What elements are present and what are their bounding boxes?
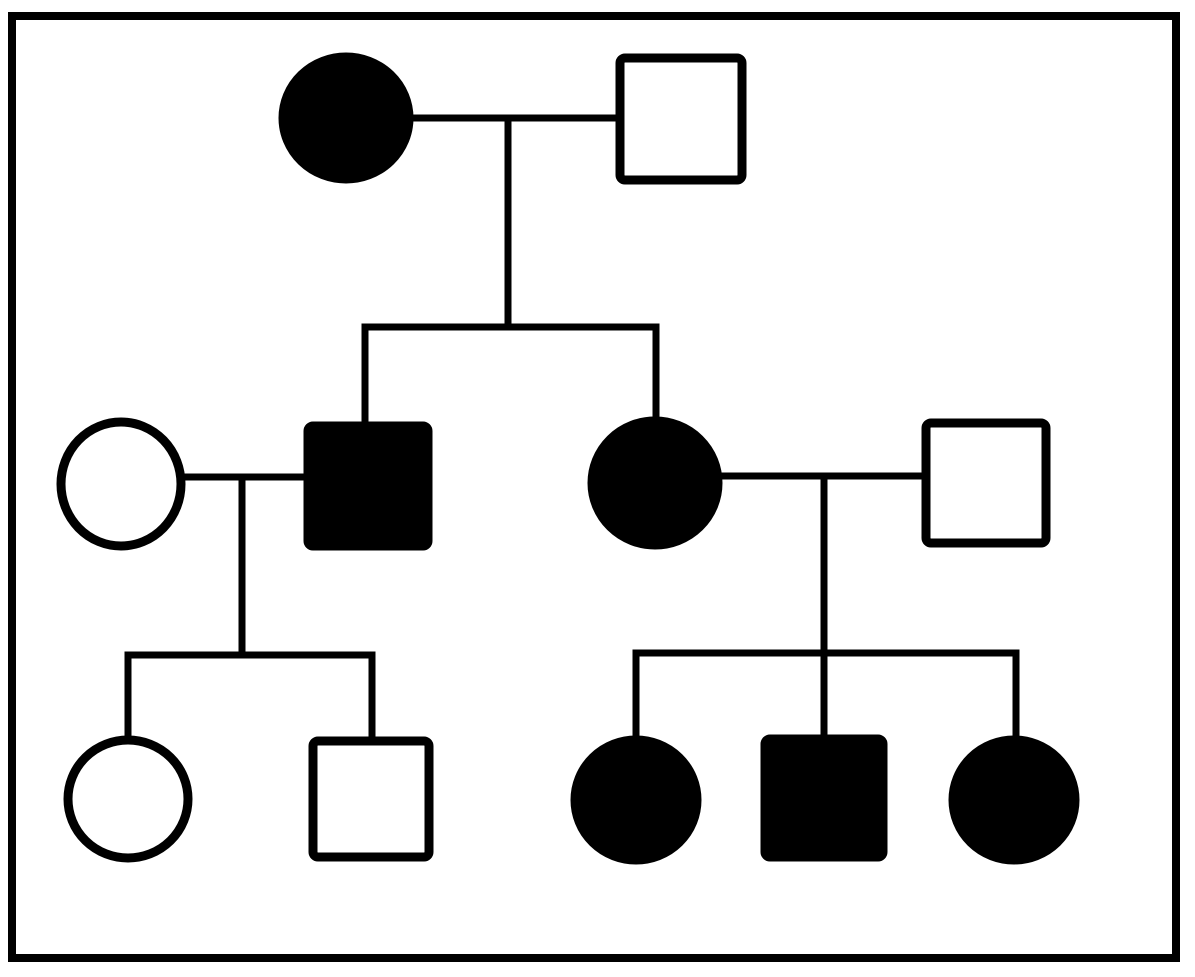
gen3-unaffected-female [63, 735, 193, 863]
gen1-affected-female [278, 52, 414, 184]
gen3-affected-male [760, 734, 888, 862]
gen2-affected-male [303, 421, 433, 551]
border-frame [8, 12, 1180, 962]
gen2-affected-female [587, 416, 723, 550]
gen1-unaffected-male [615, 53, 747, 185]
gen3-affected-female-1 [570, 735, 702, 865]
gen2-unaffected-male [921, 418, 1051, 548]
gen2-unaffected-female [56, 417, 186, 551]
gen3-unaffected-male [308, 736, 434, 862]
gen3-affected-female-2 [948, 735, 1080, 865]
